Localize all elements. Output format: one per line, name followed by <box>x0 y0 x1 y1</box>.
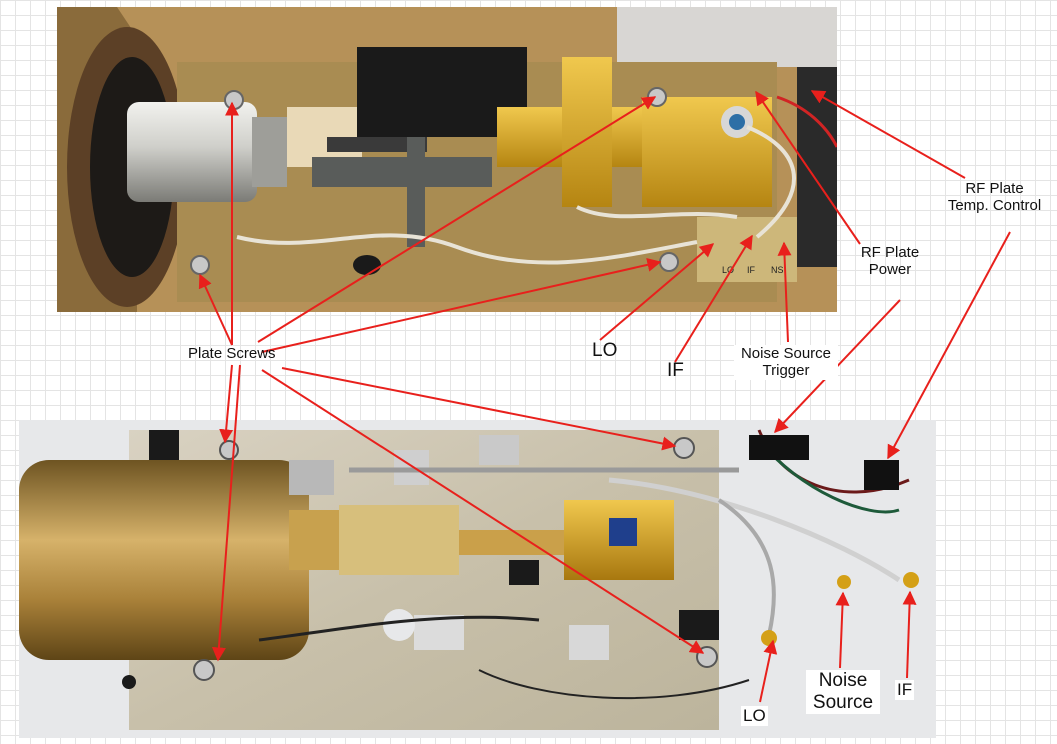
rf-plate-power-label: RF Plate Power <box>850 244 930 279</box>
noise-source-line-2: Source <box>812 691 874 713</box>
rf-plate-installed-illustration: LO IF NS <box>57 7 837 312</box>
rf-plate-power-line-1: RF Plate <box>860 244 920 261</box>
rf-plate-temp-line-1: RF Plate <box>965 180 1024 197</box>
lo-label-top: LO <box>592 340 618 361</box>
connector-ns-text: NS <box>771 265 784 275</box>
lo-label-bottom: LO <box>741 706 768 726</box>
rf-plate-installed-photo: LO IF NS <box>57 7 837 312</box>
rf-plate-temp-line-2: Temp. Control <box>947 197 1042 215</box>
if-label-bottom: IF <box>895 680 915 700</box>
connector-lo-text: LO <box>722 265 734 275</box>
noise-source-trigger-line-1: Noise Source <box>740 345 832 362</box>
noise-source-label: Noise Source <box>806 670 880 714</box>
noise-source-trigger-line-2: Trigger <box>762 362 810 380</box>
rf-plate-power-line-2: Power <box>868 261 912 279</box>
rf-plate-temp-control-label: RF Plate Temp. Control <box>930 180 1057 215</box>
noise-source-trigger-label: Noise Source Trigger <box>734 345 838 380</box>
plate-screws-label: Plate Screws <box>188 345 276 362</box>
noise-source-line-1: Noise <box>818 670 868 691</box>
connector-if-text: IF <box>747 265 756 275</box>
if-label-top: IF <box>667 360 684 381</box>
rf-plate-removed-illustration <box>19 420 936 738</box>
rf-plate-removed-photo <box>19 420 936 738</box>
